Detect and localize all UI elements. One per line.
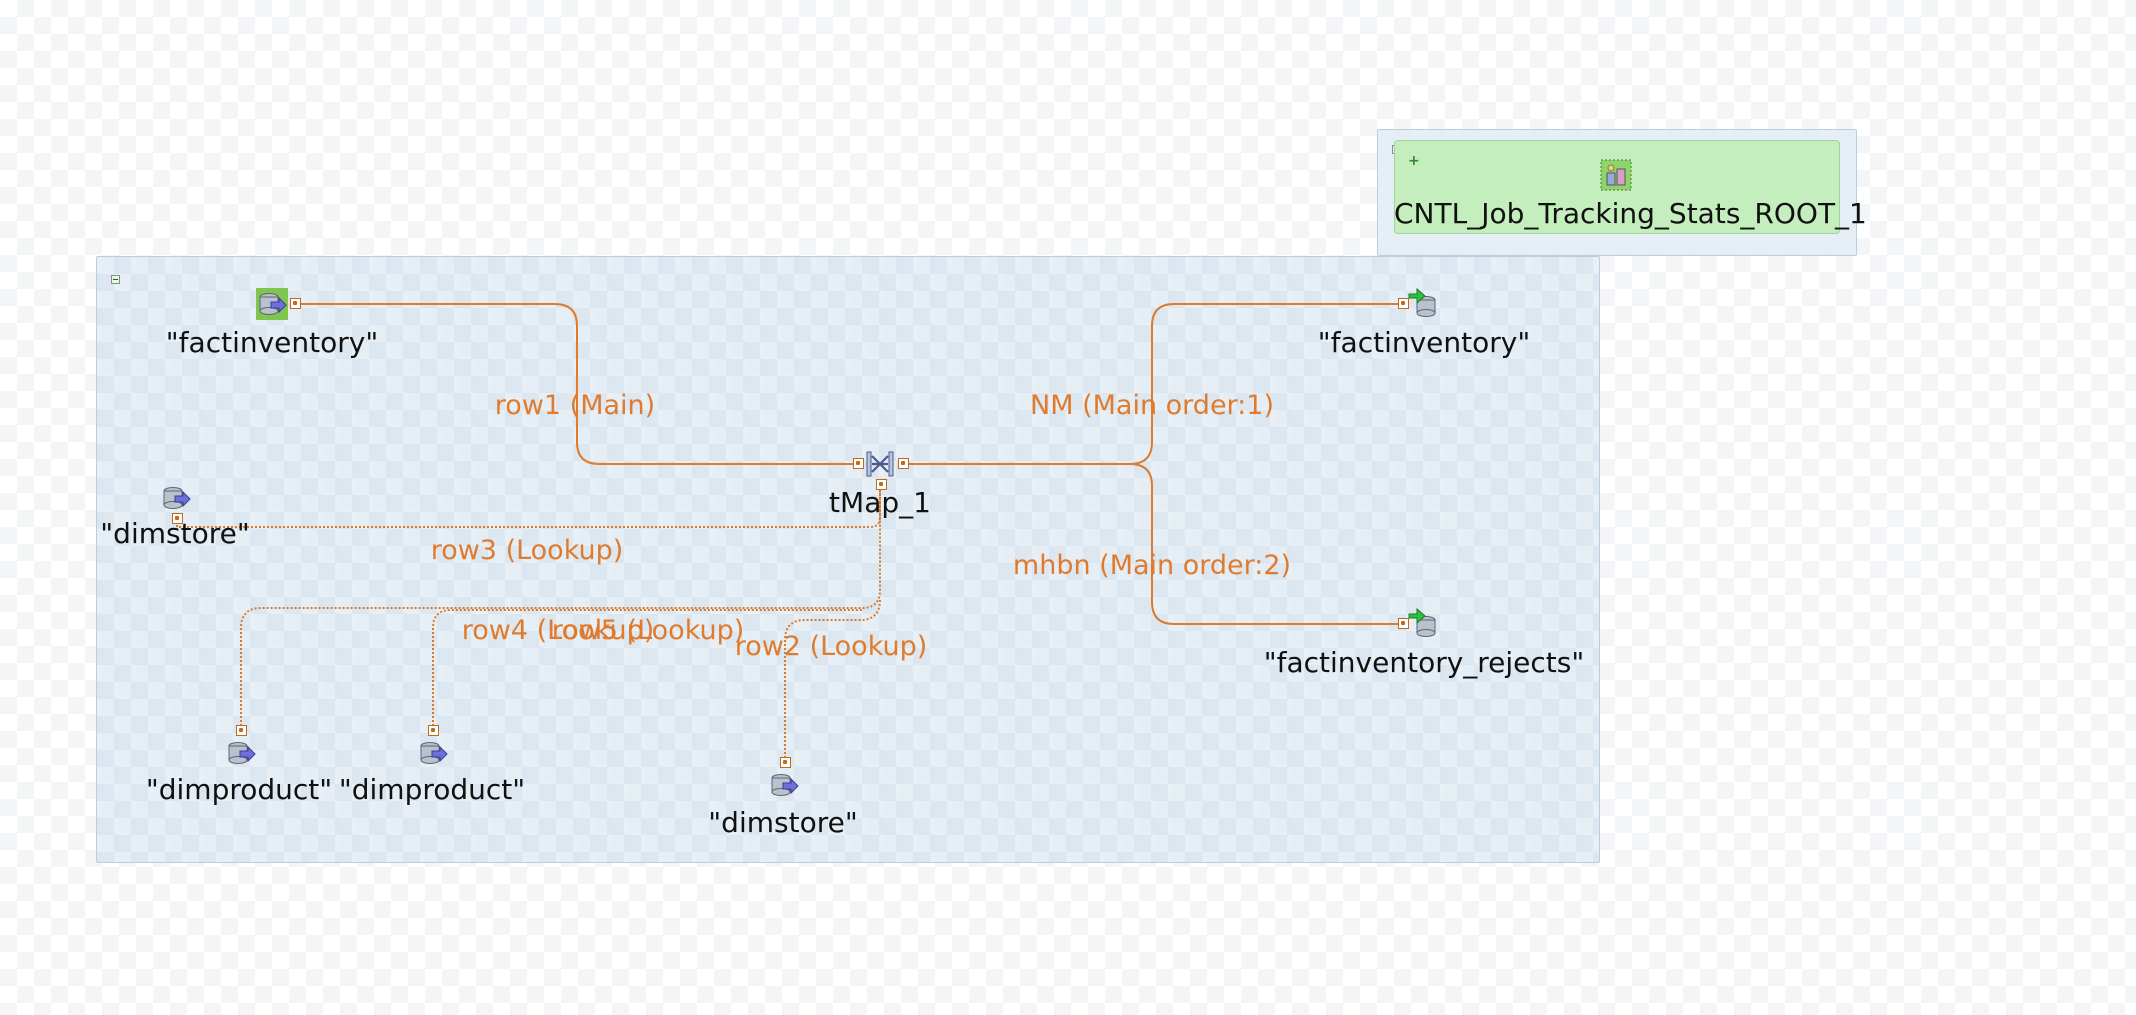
output-port[interactable] xyxy=(172,513,183,524)
link-nm-wire xyxy=(907,303,1400,465)
link-row3-wire xyxy=(176,487,881,528)
tmap-icon[interactable] xyxy=(864,448,896,480)
expand-plus-icon[interactable]: + xyxy=(1408,153,1420,169)
link-label-nm[interactable]: NM (Main order:1) xyxy=(1030,390,1274,421)
database-input-icon[interactable] xyxy=(256,288,288,320)
job-tracking-icon[interactable] xyxy=(1600,159,1632,191)
output-port[interactable] xyxy=(428,725,439,736)
subjob-collapse-toggle[interactable] xyxy=(111,275,120,284)
node-label: "factinventory" xyxy=(1317,326,1531,359)
lookup-port[interactable] xyxy=(876,479,887,490)
node-label: "dimproduct" xyxy=(145,773,333,806)
node-label: "factinventory_rejects" xyxy=(1263,646,1585,679)
node-label: "factinventory" xyxy=(165,326,379,359)
link-label-mhbn[interactable]: mhbn (Main order:2) xyxy=(1012,550,1292,581)
output-port[interactable] xyxy=(236,725,247,736)
link-mhbn-wire xyxy=(1129,463,1400,625)
node-label: "dimstore" xyxy=(100,517,250,550)
link-label-row1[interactable]: row1 (Main) xyxy=(494,390,656,421)
link-label-row3[interactable]: row3 (Lookup) xyxy=(430,535,624,566)
input-port[interactable] xyxy=(853,458,864,469)
database-input-icon[interactable] xyxy=(417,738,449,770)
node-label: tMap_1 xyxy=(829,486,931,519)
subjob-container[interactable] xyxy=(96,256,1600,863)
database-input-icon[interactable] xyxy=(768,770,800,802)
database-output-icon[interactable] xyxy=(1408,287,1440,319)
database-input-icon[interactable] xyxy=(225,738,257,770)
database-output-icon[interactable] xyxy=(1408,607,1440,639)
link-row2-wire xyxy=(784,599,881,762)
input-port[interactable] xyxy=(1398,618,1409,629)
input-port[interactable] xyxy=(1398,298,1409,309)
node-label: "dimstore" xyxy=(708,806,858,839)
link-row5-wire xyxy=(432,609,862,730)
database-input-icon[interactable] xyxy=(160,483,192,515)
node-label: "dimproduct" xyxy=(338,773,526,806)
output-port[interactable] xyxy=(898,458,909,469)
link-row4-wire xyxy=(240,487,881,730)
link-label-row5[interactable]: row5 (Lookup) xyxy=(551,615,745,646)
link-row1-wire xyxy=(296,303,856,465)
output-port[interactable] xyxy=(290,298,301,309)
tracking-component-label: CNTL_Job_Tracking_Stats_ROOT_1 xyxy=(1394,197,1867,230)
link-label-row4[interactable]: row4 (Lookup) xyxy=(461,615,655,646)
output-port[interactable] xyxy=(780,757,791,768)
link-label-row2[interactable]: row2 (Lookup) xyxy=(734,631,928,662)
